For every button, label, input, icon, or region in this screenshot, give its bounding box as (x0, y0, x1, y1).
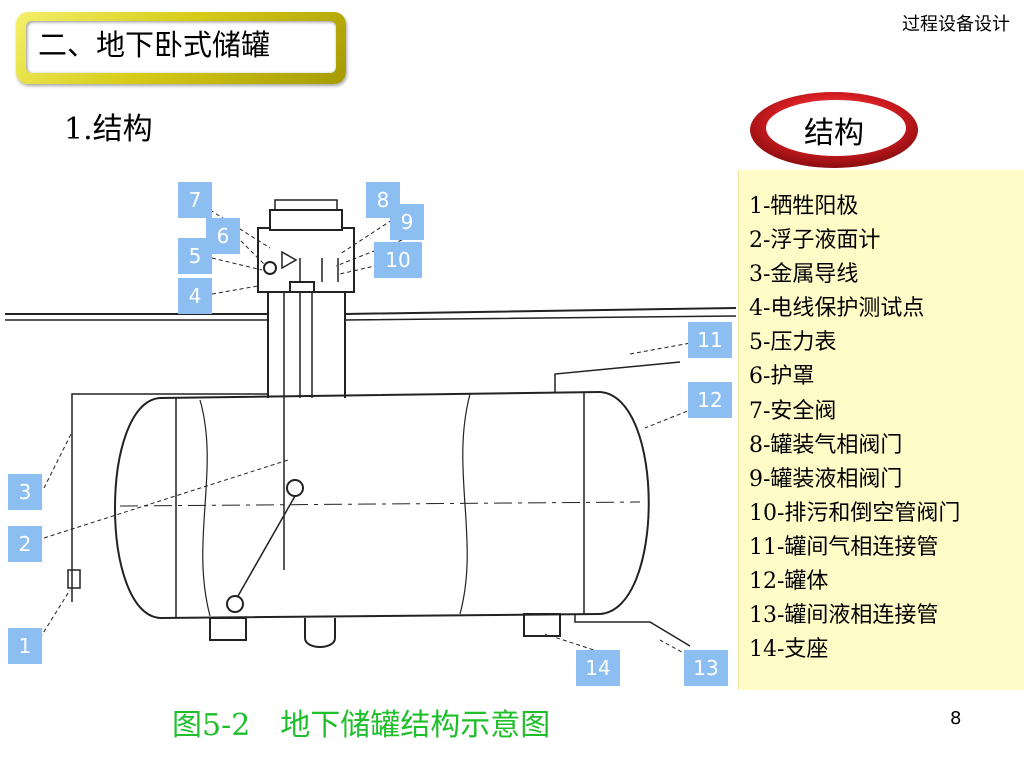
callout-3: 3 (8, 474, 42, 510)
legend-item: 13-罐间液相连接管 (749, 603, 939, 629)
course-name: 过程设备设计 (902, 14, 1010, 35)
tank-left-head (114, 397, 161, 619)
legend-item: 10-排污和倒空管阀门 (749, 500, 961, 526)
legend-item: 5-压力表 (749, 330, 837, 356)
callout-14: 14 (576, 650, 620, 686)
red-oval-ring-icon (750, 92, 918, 168)
badge-label: 结构 (804, 116, 864, 151)
callout-13: 13 (684, 650, 728, 686)
page-number: 8 (950, 708, 962, 729)
callout-4: 4 (178, 278, 212, 314)
legend-item: 9-罐装液相阀门 (749, 466, 903, 492)
callout-5: 5 (178, 238, 212, 274)
figure-caption: 图5-2 地下储罐结构示意图 (172, 708, 551, 743)
legend-item: 4-电线保护测试点 (749, 296, 925, 322)
callout-12: 12 (688, 382, 732, 418)
callout-1: 1 (8, 628, 42, 664)
legend-item: 3-金属导线 (749, 262, 859, 288)
callout-11: 11 (688, 322, 732, 358)
legend-item: 12-罐体 (749, 569, 829, 595)
callout-6: 6 (206, 218, 240, 254)
section-subtitle: 1.结构 (64, 112, 153, 147)
legend-item: 7-安全阀 (749, 398, 837, 424)
callout-7: 7 (178, 182, 212, 218)
legend-item: 1-牺牲阳极 (749, 194, 859, 219)
legend-item: 2-浮子液面计 (749, 228, 881, 254)
title-plate-inner (26, 21, 336, 73)
slide-title: 二、地下卧式储罐 (38, 28, 271, 62)
ground-line (5, 307, 737, 315)
tank-right-head (599, 391, 650, 615)
callout-9: 9 (390, 204, 424, 240)
parts-legend: 1-牺牲阳极 2-浮子液面计 3-金属导线 4-电线保护测试点 5-压力表 6-… (738, 170, 1024, 690)
tank-diagram (5, 199, 737, 663)
legend-list: 1-牺牲阳极 2-浮子液面计 3-金属导线 4-电线保护测试点 5-压力表 6-… (739, 170, 1024, 667)
structure-badge: 结构 (746, 88, 922, 172)
legend-item: 11-罐间气相连接管 (749, 534, 939, 560)
legend-item: 6-护罩 (749, 364, 815, 390)
callout-2: 2 (8, 526, 42, 562)
callout-10: 10 (374, 242, 422, 278)
legend-item: 8-罐装气相阀门 (749, 432, 903, 458)
legend-item: 14-支座 (749, 637, 829, 663)
title-plate: 二、地下卧式储罐 (16, 12, 346, 84)
manhole-neck (267, 292, 346, 398)
